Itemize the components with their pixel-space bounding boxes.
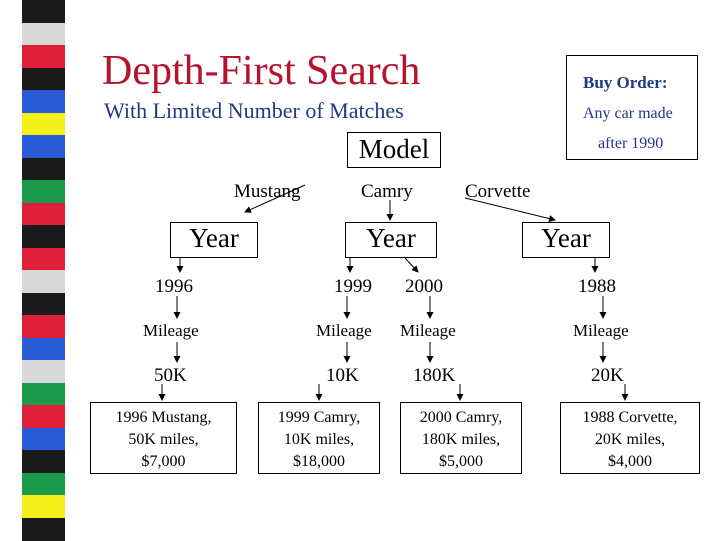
result-mustang-line-1: 1996 Mustang, — [115, 409, 212, 426]
mileage-value-corvette: 20K — [591, 365, 624, 386]
mileage-label-camry-2000: Mileage — [400, 321, 456, 340]
connector-year-2000 — [404, 257, 419, 273]
result-box-mustang — [90, 402, 237, 474]
year-1988: 1988 — [578, 276, 616, 297]
year-node-mustang — [170, 222, 258, 258]
stripe-segment — [22, 360, 65, 383]
result-camry-1999-line-2: 10K miles, — [283, 431, 355, 448]
result-box-corvette — [560, 402, 700, 474]
result-corvette-line-2: 20K miles, — [594, 431, 666, 448]
mileage-value-camry-1999: 10K — [326, 365, 359, 386]
year-2000: 2000 — [405, 276, 443, 297]
year-1999: 1999 — [334, 276, 372, 297]
stripe-segment — [22, 495, 65, 518]
model-label: Model — [358, 134, 430, 164]
mustang-label: Mustang — [234, 181, 301, 202]
corvette-label: Corvette — [465, 181, 531, 202]
connector-model-corvette — [464, 197, 556, 222]
result-corvette-line-1: 1988 Corvette, — [582, 409, 678, 426]
stripe-segment — [22, 45, 65, 68]
stripe-segment — [22, 247, 65, 271]
stripe-segment — [22, 0, 65, 23]
buy-order-box — [566, 55, 698, 160]
result-box-camry-1999 — [258, 402, 380, 474]
result-corvette-line-3: $4,000 — [608, 453, 652, 470]
buy-order-line-1: Any car made — [583, 105, 673, 122]
result-camry-1999-line-1: 1999 Camry, — [277, 409, 361, 426]
stripe-segment — [22, 517, 65, 541]
result-camry-1999-line-3: $18,000 — [293, 453, 345, 470]
stripe-segment — [22, 90, 65, 113]
buy-order-title: Buy Order: — [583, 73, 668, 92]
stripe-segment — [22, 427, 65, 451]
mileage-label-corvette: Mileage — [573, 321, 629, 340]
stripe-segment — [22, 180, 65, 203]
stripe-segment — [22, 67, 65, 91]
stripe-segment — [22, 405, 65, 428]
stripe-segment — [22, 112, 65, 136]
page-title: Depth-First Search — [102, 48, 421, 94]
mileage-label-camry-1999: Mileage — [316, 321, 372, 340]
year-label-corvette: Year — [541, 223, 591, 253]
stripe-segment — [22, 292, 65, 316]
mileage-value-camry-2000: 180K — [413, 365, 456, 386]
stripe-segment — [22, 337, 65, 361]
stripe-segment — [22, 315, 65, 338]
result-camry-2000-line-1: 2000 Camry, — [419, 409, 503, 426]
result-camry-2000-line-3: $5,000 — [439, 453, 483, 470]
stripe-segment — [22, 270, 65, 293]
year-1996: 1996 — [155, 276, 193, 297]
result-mustang-line-3: $7,000 — [141, 453, 186, 470]
stripe-segment — [22, 472, 65, 496]
year-node-corvette — [522, 222, 610, 258]
decorative-color-stripe — [22, 0, 65, 541]
mileage-value-mustang: 50K — [154, 365, 187, 386]
stripe-segment — [22, 135, 65, 158]
stripe-segment — [22, 450, 65, 473]
year-label-mustang: Year — [189, 223, 239, 253]
mileage-label-mustang: Mileage — [143, 321, 199, 340]
result-box-camry-2000 — [400, 402, 522, 474]
buy-order-line-2: after 1990 — [598, 135, 664, 152]
stripe-segment — [22, 225, 65, 248]
model-node — [347, 132, 441, 168]
page-subtitle: With Limited Number of Matches — [104, 98, 404, 123]
connector-model-mustang — [244, 184, 306, 213]
stripe-segment — [22, 382, 65, 406]
year-node-camry — [345, 222, 437, 258]
stripe-segment — [22, 202, 65, 226]
stripe-segment — [22, 22, 65, 46]
result-camry-2000-line-2: 180K miles, — [421, 431, 501, 448]
year-label-camry: Year — [366, 223, 416, 253]
stripe-segment — [22, 157, 65, 181]
camry-label: Camry — [361, 181, 413, 202]
result-mustang-line-2: 50K miles, — [128, 431, 199, 448]
